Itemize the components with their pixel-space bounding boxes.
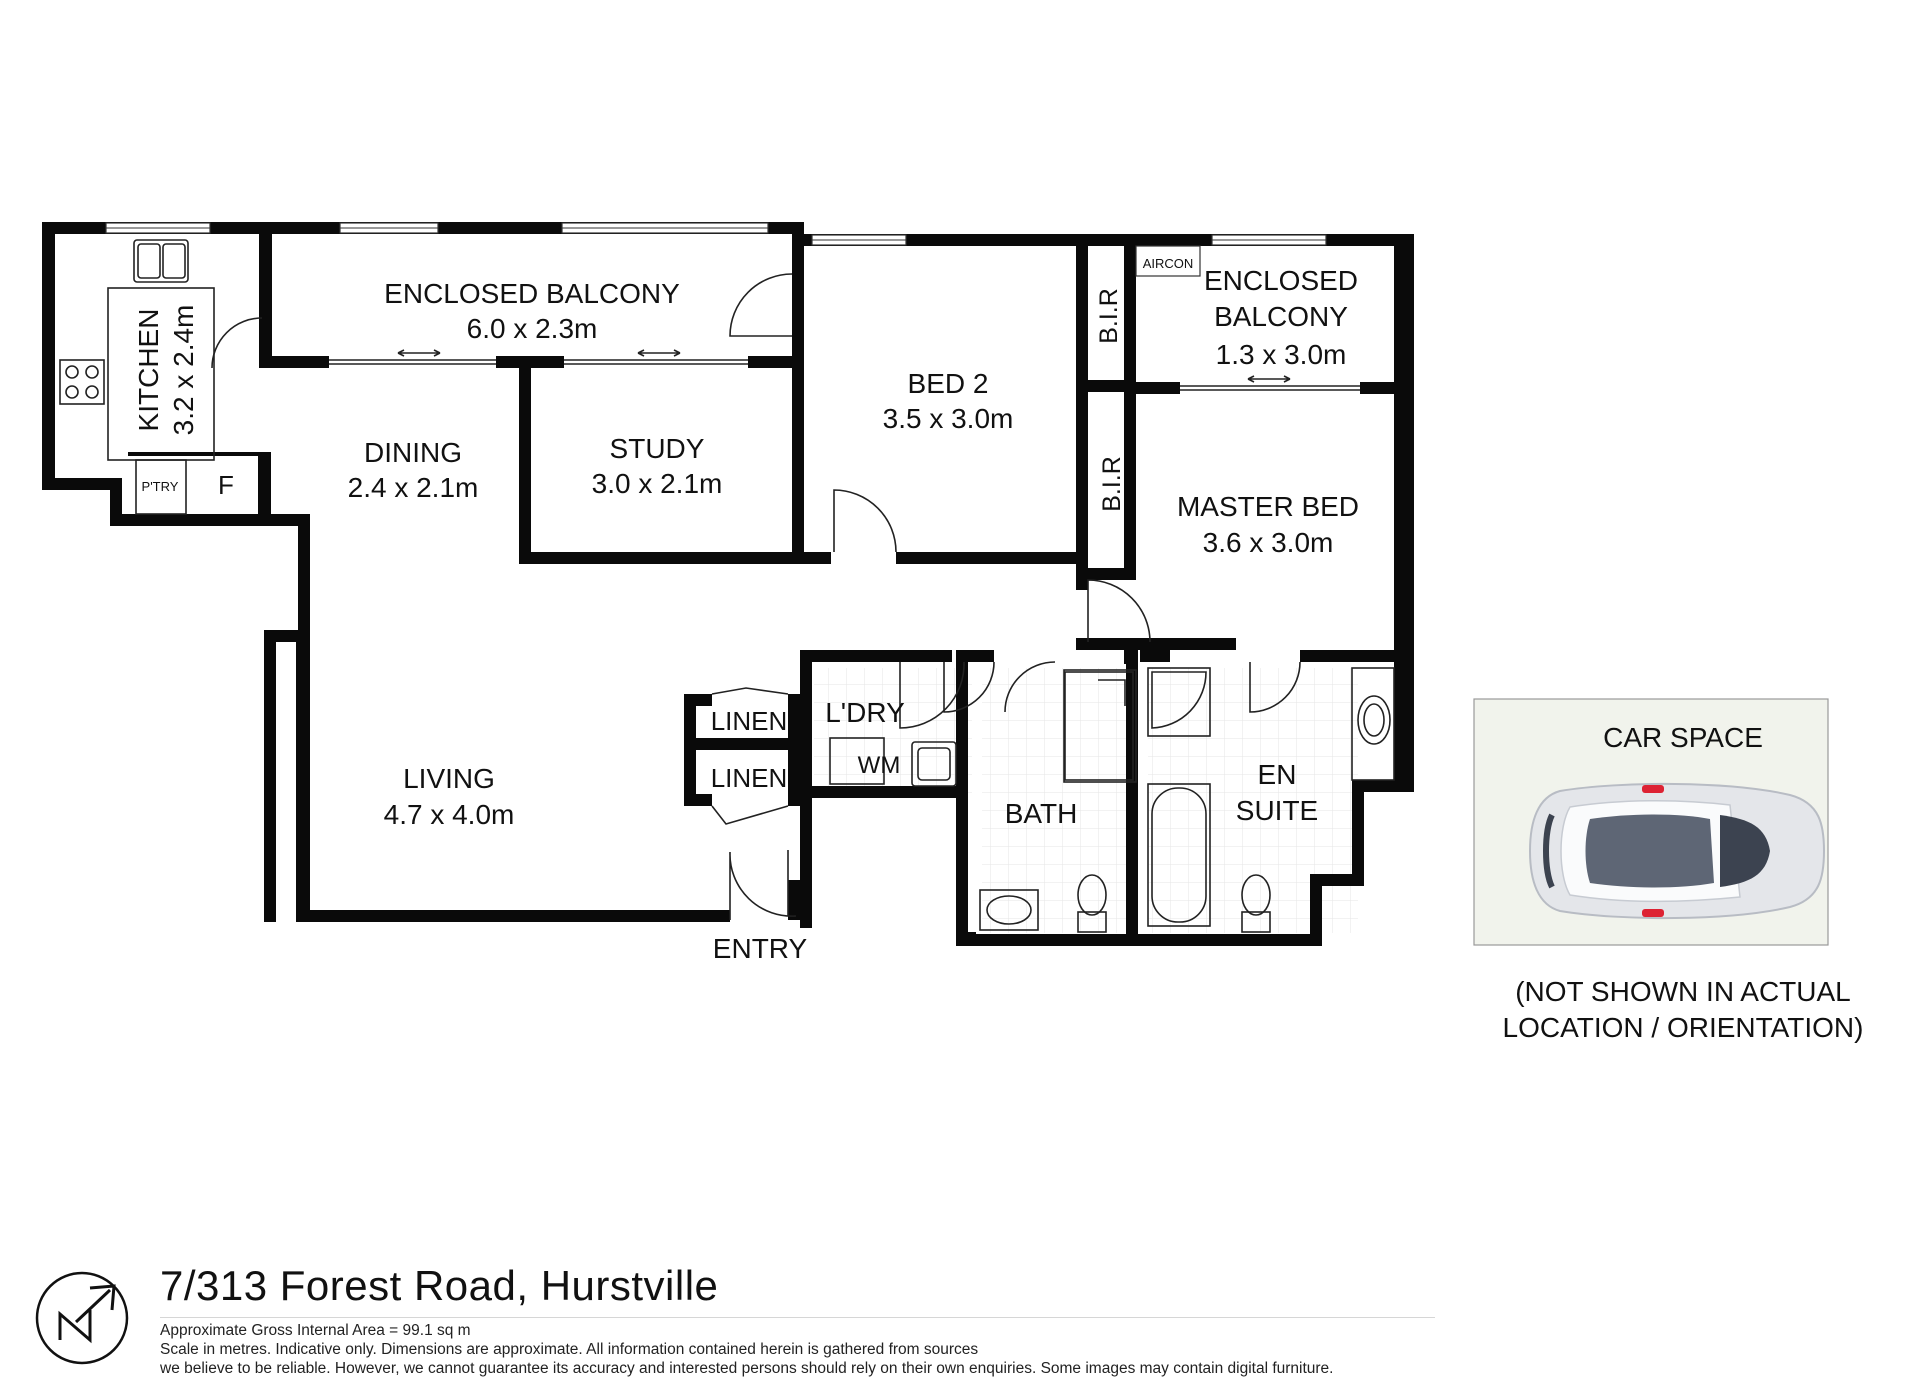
linen-1-label: LINEN — [711, 706, 788, 736]
master-bed-label: MASTER BED — [1177, 491, 1359, 522]
car-icon — [1528, 782, 1826, 920]
entry-label: ENTRY — [713, 933, 808, 964]
property-address: 7/313 Forest Road, Hurstville — [160, 1262, 719, 1309]
kitchen-fittings — [59, 239, 215, 515]
ensuite-label-1: EN — [1258, 759, 1297, 790]
aircon-unit — [1135, 245, 1201, 277]
bir-2-label: B.I.R — [1098, 456, 1126, 512]
laundry-label: L'DRY — [825, 697, 905, 728]
fridge-label: F — [218, 470, 234, 500]
pantry-label: P'TRY — [142, 479, 179, 494]
car-space-title: CAR SPACE — [1603, 722, 1763, 753]
living-label: LIVING — [403, 763, 495, 794]
enclosed-balcony-2-size: 1.3 x 3.0m — [1216, 339, 1347, 370]
study-label: STUDY — [610, 433, 705, 464]
bath-label: BATH — [1005, 798, 1078, 829]
north-arrow-icon — [35, 1271, 129, 1365]
washing-machine-label: WM — [858, 752, 901, 779]
enclosed-balcony-2-label-1: ENCLOSED — [1204, 265, 1358, 296]
bed2-size: 3.5 x 3.0m — [883, 403, 1014, 434]
master-bed-size: 3.6 x 3.0m — [1203, 527, 1334, 558]
car-space-panel: CAR SPACE (NOT SHOWN IN ACTUAL LOCATION … — [1473, 698, 1864, 1043]
bath-fittings — [829, 667, 1395, 933]
linen-2-label: LINEN — [711, 763, 788, 793]
disclaimer-line-1: Scale in metres. Indicative only. Dimens… — [160, 1341, 979, 1358]
windows — [105, 222, 1327, 246]
bed2-label: BED 2 — [908, 368, 989, 399]
footer-divider — [160, 1317, 1435, 1318]
aircon-label: AIRCON — [1143, 256, 1194, 271]
sliding-doors — [329, 349, 1360, 391]
dining-label: DINING — [364, 437, 462, 468]
enclosed-balcony-1-size: 6.0 x 2.3m — [467, 313, 598, 344]
car-space-note-1: (NOT SHOWN IN ACTUAL — [1515, 976, 1851, 1007]
ensuite-label-2: SUITE — [1236, 795, 1318, 826]
wet-area-tiles — [814, 668, 1358, 933]
disclaimer-line-2: we believe to be reliable. However, we c… — [160, 1360, 1334, 1377]
gross-area-text: Approximate Gross Internal Area = 99.1 s… — [160, 1322, 471, 1339]
dining-size: 2.4 x 2.1m — [348, 472, 479, 503]
kitchen-label: KITCHEN — [133, 309, 164, 432]
car-space-note-2: LOCATION / ORIENTATION) — [1503, 1012, 1864, 1043]
floor-plan: ENCLOSED BALCONY 6.0 x 2.3m KITCHEN 3.2 … — [42, 222, 1864, 1043]
living-size: 4.7 x 4.0m — [384, 799, 515, 830]
bir-1-label: B.I.R — [1095, 288, 1123, 344]
enclosed-balcony-1-label: ENCLOSED BALCONY — [384, 278, 680, 309]
kitchen-size: 3.2 x 2.4m — [168, 305, 199, 436]
enclosed-balcony-2-label-2: BALCONY — [1214, 301, 1348, 332]
swing-doors — [211, 273, 1301, 920]
study-size: 3.0 x 2.1m — [592, 468, 723, 499]
